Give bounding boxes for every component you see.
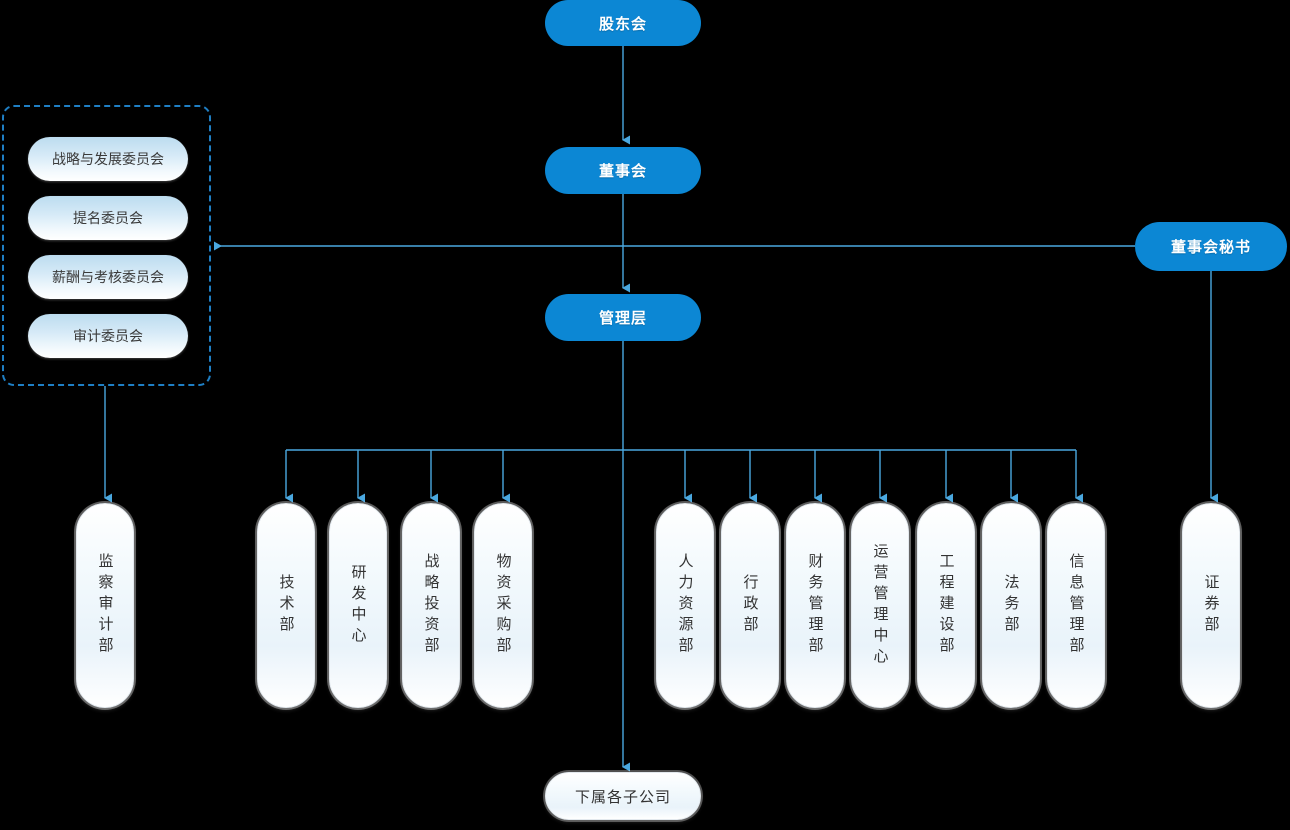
dept-administration-label: 行政部 — [741, 574, 759, 637]
dept-materials-procurement[interactable]: 物资采购部 — [474, 503, 532, 708]
committee-item-remuneration-label: 薪酬与考核委员会 — [52, 269, 164, 285]
dept-legal-affairs[interactable]: 法务部 — [982, 503, 1040, 708]
dept-administration[interactable]: 行政部 — [721, 503, 779, 708]
dept-technology-label: 技术部 — [277, 574, 295, 637]
node-board-secretary[interactable]: 董事会秘书 — [1135, 222, 1287, 271]
committee-item-nomination-label: 提名委员会 — [73, 210, 143, 226]
dept-engineering-construction-label: 工程建设部 — [937, 553, 955, 658]
dept-human-resources[interactable]: 人力资源部 — [656, 503, 714, 708]
committees-panel: 战略与发展委员会 提名委员会 薪酬与考核委员会 审计委员会 — [2, 105, 211, 386]
dept-financial-management-label: 财务管理部 — [806, 553, 824, 658]
dept-information-management-label: 信息管理部 — [1067, 553, 1085, 658]
dept-legal-affairs-label: 法务部 — [1002, 574, 1020, 637]
node-subsidiaries[interactable]: 下属各子公司 — [545, 772, 701, 820]
dept-strategic-investment-label: 战略投资部 — [422, 553, 440, 658]
dept-technology[interactable]: 技术部 — [257, 503, 315, 708]
dept-strategic-investment[interactable]: 战略投资部 — [402, 503, 460, 708]
node-management[interactable]: 管理层 — [545, 294, 701, 341]
committee-item-strategy[interactable]: 战略与发展委员会 — [28, 137, 188, 181]
dept-information-management[interactable]: 信息管理部 — [1047, 503, 1105, 708]
node-subsidiaries-label: 下属各子公司 — [574, 788, 671, 806]
dept-operations-management-center-label: 运营管理中心 — [871, 542, 889, 669]
committee-item-nomination[interactable]: 提名委员会 — [28, 196, 188, 240]
dept-supervision-audit-label: 监察审计部 — [96, 553, 114, 658]
committee-item-audit[interactable]: 审计委员会 — [28, 314, 188, 358]
node-management-label: 管理层 — [598, 310, 647, 327]
committee-item-remuneration[interactable]: 薪酬与考核委员会 — [28, 255, 188, 299]
dept-securities-label: 证券部 — [1202, 574, 1220, 637]
node-shareholders-meeting-label: 股东会 — [598, 15, 647, 33]
dept-rnd-center[interactable]: 研发中心 — [329, 503, 387, 708]
dept-financial-management[interactable]: 财务管理部 — [786, 503, 844, 708]
dept-supervision-audit[interactable]: 监察审计部 — [76, 503, 134, 708]
node-board-secretary-label: 董事会秘书 — [1170, 239, 1251, 256]
dept-securities[interactable]: 证券部 — [1182, 503, 1240, 708]
dept-materials-procurement-label: 物资采购部 — [494, 553, 512, 658]
committee-item-strategy-label: 战略与发展委员会 — [52, 151, 164, 167]
dept-operations-management-center[interactable]: 运营管理中心 — [851, 503, 909, 708]
dept-rnd-center-label: 研发中心 — [349, 563, 367, 648]
node-board-of-directors[interactable]: 董事会 — [545, 147, 701, 194]
node-shareholders-meeting[interactable]: 股东会 — [545, 0, 701, 46]
dept-engineering-construction[interactable]: 工程建设部 — [917, 503, 975, 708]
dept-human-resources-label: 人力资源部 — [676, 553, 694, 658]
committee-item-audit-label: 审计委员会 — [73, 328, 143, 344]
node-board-of-directors-label: 董事会 — [598, 163, 647, 180]
